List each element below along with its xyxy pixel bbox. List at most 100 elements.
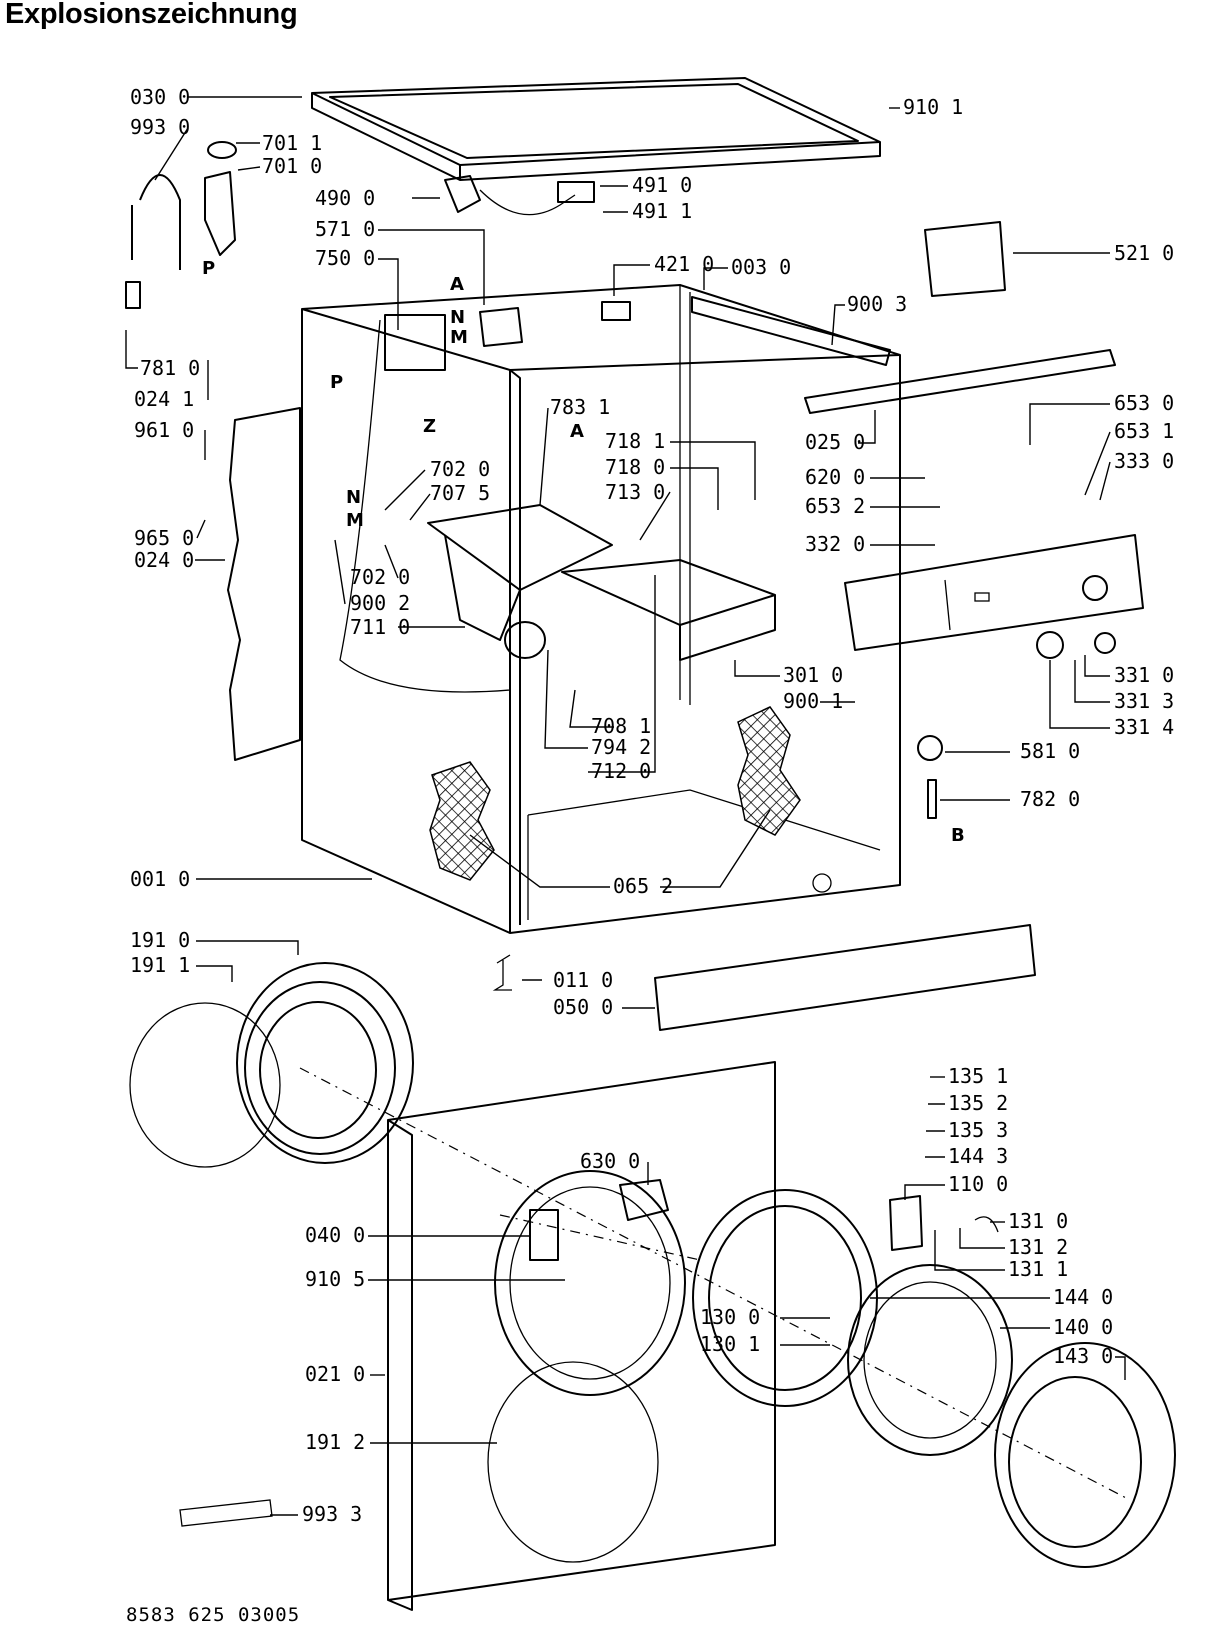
part-label: 024 0 [134, 548, 194, 572]
panel-axis [499, 1214, 701, 1261]
part-label: 581 0 [1020, 739, 1080, 763]
leader-lines [125, 96, 1126, 1516]
part-label: 003 0 [731, 255, 791, 279]
part-label: 135 2 [948, 1091, 1008, 1115]
part-label: 130 1 [700, 1332, 760, 1356]
marker-letter: B [951, 825, 965, 846]
part-label: 993 0 [130, 115, 190, 139]
pressure-switch-581 [917, 735, 943, 761]
part-label: 783 1 [550, 395, 610, 419]
part-label: 900 2 [350, 591, 410, 615]
part-label: 707 5 [430, 481, 490, 505]
part-label: 030 0 [130, 85, 190, 109]
part-label: 620 0 [805, 465, 865, 489]
part-label: 701 0 [262, 154, 322, 178]
parts-drawing [125, 77, 1176, 1611]
marker-letter: A [570, 421, 584, 442]
part-label: 712 0 [591, 759, 651, 783]
marker-letter: M [346, 510, 364, 531]
part-label: 191 0 [130, 928, 190, 952]
part-label: 718 0 [605, 455, 665, 479]
part-label: 713 0 [605, 480, 665, 504]
part-label: 301 0 [783, 663, 843, 687]
part-label: 191 1 [130, 953, 190, 977]
part-label: 718 1 [605, 429, 665, 453]
part-label: 993 3 [302, 1502, 362, 1526]
plinth-050 [654, 924, 1036, 1031]
marker-letter: P [202, 258, 215, 279]
part-label: 630 0 [580, 1149, 640, 1173]
part-label: 910 1 [903, 95, 963, 119]
part-label: 191 2 [305, 1430, 365, 1454]
detergent-drawer [561, 559, 776, 661]
part-label: 781 0 [140, 356, 200, 380]
part-label: 331 4 [1114, 715, 1174, 739]
cabinet-body [301, 284, 901, 934]
part-label: 110 0 [948, 1172, 1008, 1196]
level-switch-750 [384, 314, 446, 371]
mains-cable [479, 189, 576, 216]
solenoid-valve [479, 307, 523, 347]
page-title: Explosionszeichnung [5, 0, 298, 30]
part-label: 143 0 [1053, 1344, 1113, 1368]
part-label: 750 0 [315, 246, 375, 270]
part-label: 331 0 [1114, 663, 1174, 687]
part-label: 144 0 [1053, 1285, 1113, 1309]
part-label: 025 0 [805, 430, 865, 454]
pcb-521 [924, 221, 1006, 297]
marker-letter: Z [423, 416, 436, 437]
foot-011 [492, 954, 512, 991]
door-assembly [692, 1189, 1176, 1568]
part-label: 131 0 [1008, 1209, 1068, 1233]
part-label: 491 0 [632, 173, 692, 197]
part-label-group: 030 0 993 0 701 1 701 0 490 0 491 0 491 … [130, 85, 1174, 1526]
tool-993-3 [179, 1499, 273, 1527]
marker-letter: P [330, 372, 343, 393]
knob-insert [1036, 631, 1064, 659]
back-panel [227, 407, 301, 761]
rail-003 [691, 296, 891, 366]
part-label: 708 1 [591, 714, 651, 738]
part-label: 001 0 [130, 867, 190, 891]
part-label: 653 1 [1114, 419, 1174, 443]
part-label: 491 1 [632, 199, 692, 223]
top-cover [311, 77, 881, 181]
part-label: 332 0 [805, 532, 865, 556]
part-label: 490 0 [315, 186, 375, 210]
document-number: 8583 625 03005 [126, 1604, 301, 1626]
cap-701-1 [207, 141, 237, 159]
part-label: 900 1 [783, 689, 843, 713]
part-label: 782 0 [1020, 787, 1080, 811]
marker-letter: N [346, 487, 361, 508]
interference-filter [601, 301, 631, 321]
control-panel [844, 534, 1144, 651]
dispenser-housing [427, 504, 613, 659]
part-label: 331 3 [1114, 689, 1174, 713]
part-label: 653 0 [1114, 391, 1174, 415]
marker-letter: N [450, 307, 465, 328]
part-label: 711 0 [350, 615, 410, 639]
part-label: 653 2 [805, 494, 865, 518]
part-label: 131 2 [1008, 1235, 1068, 1259]
hose-782 [927, 779, 937, 819]
marker-letter: M [450, 327, 468, 348]
part-label: 702 0 [430, 457, 490, 481]
part-label: 701 1 [262, 131, 322, 155]
part-label: 333 0 [1114, 449, 1174, 473]
program-knob [1094, 632, 1116, 654]
marker-letter: A [450, 274, 464, 295]
top-rail-025 [804, 349, 1116, 414]
part-label: 900 3 [847, 292, 907, 316]
part-label: 965 0 [134, 526, 194, 550]
part-label: 024 1 [134, 387, 194, 411]
part-label: 140 0 [1053, 1315, 1113, 1339]
marker-letter-group: P P A N M Z A N M B [202, 258, 965, 846]
part-label: 702 0 [350, 565, 410, 589]
part-label: 571 0 [315, 217, 375, 241]
mains-plug [444, 175, 481, 213]
part-label: 144 3 [948, 1144, 1008, 1168]
inlet-hose [125, 174, 181, 309]
part-label: 521 0 [1114, 241, 1174, 265]
valve-701 [204, 171, 236, 256]
